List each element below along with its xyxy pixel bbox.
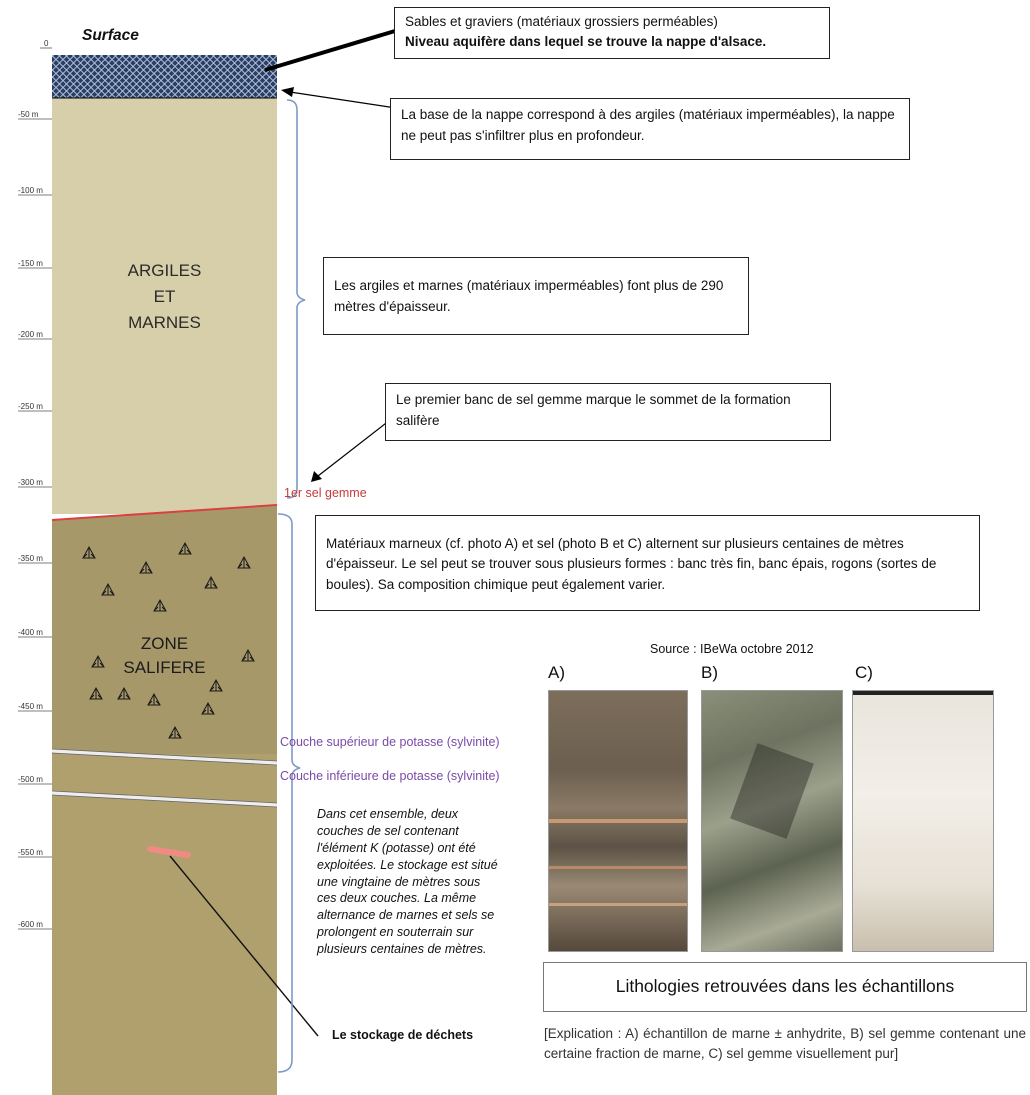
depth-tick-label: -550 m	[18, 848, 43, 857]
salt-crystal-icon	[201, 701, 215, 715]
gravel-box-line-1: Sables et graviers (matériaux grossiers …	[405, 14, 718, 29]
salt-crystal-icon	[101, 582, 115, 596]
salt-crystal-icon	[89, 686, 103, 700]
first-salt-label: 1er sel gemme	[284, 486, 367, 500]
argiles-line-2: ET	[153, 287, 176, 306]
gravel-box: Sables et graviers (matériaux grossiers …	[394, 7, 830, 59]
gravel-layer	[52, 55, 277, 98]
salt-crystal-icon	[209, 678, 223, 692]
salt-crystal-icon	[139, 560, 153, 574]
depth-tick-label: -250 m	[18, 402, 43, 411]
potash-lower-layer	[51, 790, 278, 808]
salt-crystal-icon	[168, 725, 182, 739]
photo-b-salt-marl	[701, 690, 843, 952]
depth-tick-label: -350 m	[18, 554, 43, 563]
depth-tick-label: -100 m	[18, 186, 43, 195]
lithologies-box: Lithologies retrouvées dans les échantil…	[543, 962, 1027, 1012]
depth-tick-label: -300 m	[18, 478, 43, 487]
argiles-line-3: MARNES	[128, 313, 201, 332]
salt-zone-layer	[52, 506, 277, 754]
salt-crystal-icon	[91, 654, 105, 668]
depth-tick-label: -450 m	[18, 702, 43, 711]
zone-line-1: ZONE	[140, 634, 189, 653]
photo-a-marl	[548, 690, 688, 952]
zone-line-2: SALIFERE	[123, 658, 206, 677]
depth-axis: 0 -50 m -100 m -150 m -200 m -250 m -300 m -350…	[18, 39, 52, 930]
depth-tick-label: 0	[44, 39, 49, 48]
depth-tick-label: -500 m	[18, 775, 43, 784]
photo-c-pure-salt	[852, 690, 994, 952]
photo-label-c: C)	[855, 663, 873, 682]
photo-label-b: B)	[701, 663, 718, 682]
photo-explanation: [Explication : A) échantillon de marne ±…	[544, 1026, 1026, 1062]
gravel-box-line-2: Niveau aquifère dans lequel se trouve la…	[405, 34, 767, 50]
storage-label: Le stockage de déchets	[332, 1028, 474, 1042]
depth-tick-label: -600 m	[18, 920, 43, 929]
depth-tick-label: -200 m	[18, 330, 43, 339]
salt-crystal-icon	[237, 555, 251, 569]
photo-source: Source : IBeWa octobre 2012	[650, 642, 814, 656]
clays-box: Les argiles et marnes (matériaux impermé…	[323, 257, 749, 335]
first-salt-line	[51, 504, 278, 521]
salt-brace	[277, 513, 301, 1073]
lower-zone-layer	[52, 754, 277, 1095]
salt-crystal-icon	[82, 545, 96, 559]
potash-upper-layer	[51, 748, 278, 766]
exploitation-note: Dans cet ensemble, deux couches de sel c…	[317, 807, 498, 956]
photo-label-a: A)	[548, 663, 565, 682]
argiles-label: ARGILES ET MARNES	[52, 258, 277, 336]
first-salt-box: Le premier banc de sel gemme marque le s…	[385, 383, 831, 441]
clay-layer	[52, 99, 277, 514]
nappe-base-box: La base de la nappe correspond à des arg…	[390, 98, 910, 160]
potash-upper-label: Couche supérieur de potasse (sylvinite)	[280, 735, 500, 749]
salt-crystal-icon	[178, 541, 192, 555]
depth-tick-label: -50 m	[18, 110, 39, 119]
salt-crystal-icon	[147, 692, 161, 706]
clay-brace	[286, 99, 306, 499]
argiles-line-1: ARGILES	[127, 261, 202, 280]
depth-tick-label: -150 m	[18, 259, 43, 268]
salt-crystal-icon	[241, 648, 255, 662]
surface-label: Surface	[82, 27, 139, 44]
salt-crystal-icon	[117, 686, 131, 700]
zone-salifere-label: ZONE SALIFERE	[52, 632, 277, 680]
depth-tick-label: -400 m	[18, 628, 43, 637]
alternance-box: Matériaux marneux (cf. photo A) et sel (…	[315, 515, 980, 611]
potash-lower-label: Couche inférieure de potasse (sylvinite)	[280, 769, 500, 783]
salt-symbols	[82, 541, 255, 739]
salt-crystal-icon	[204, 575, 218, 589]
storage-marker	[147, 846, 191, 858]
salt-crystal-icon	[153, 598, 167, 612]
